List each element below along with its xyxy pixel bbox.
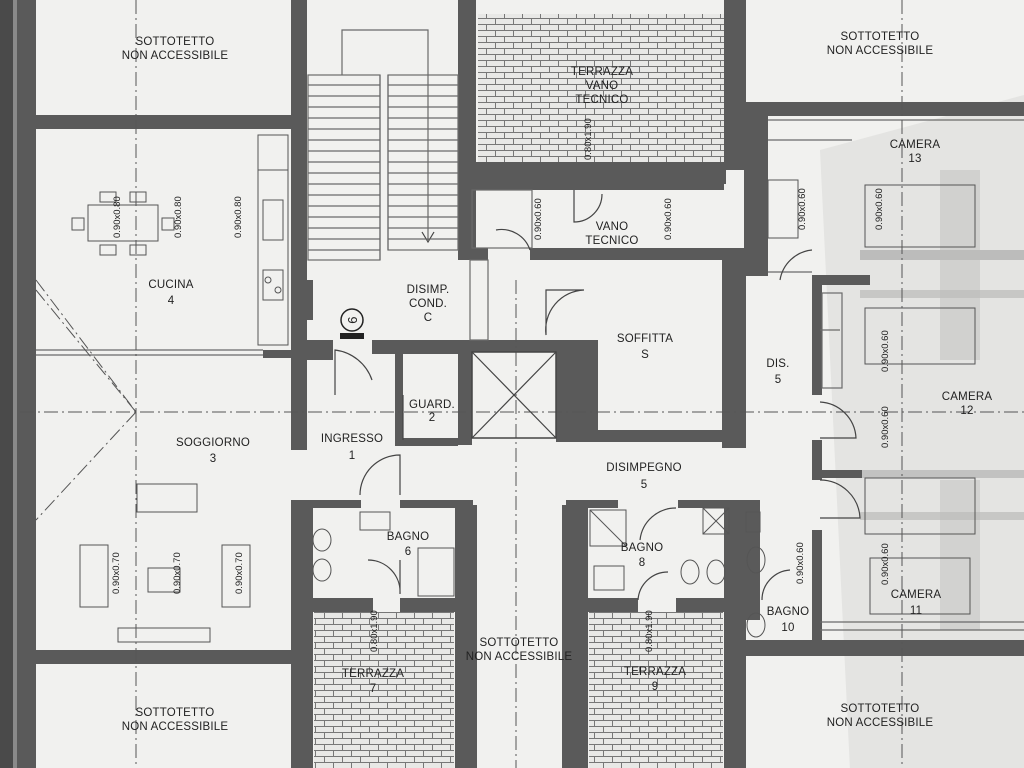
window-label: 0.90x0.60	[797, 188, 808, 230]
room-label-disimp-cond: DISIMP.COND.C	[407, 284, 450, 324]
axis-lines	[20, 0, 1024, 768]
window-label: 0.90x0.60	[880, 406, 891, 448]
furniture	[71, 134, 976, 643]
window-labels: 0.90x0.80 0.90x0.80 0.90x0.80 0.90x0.60 …	[111, 118, 891, 652]
room-label-guard: GUARD.2	[409, 399, 455, 424]
scan-left-edge	[0, 0, 17, 768]
stair-marker-number: 6	[345, 316, 360, 323]
window-label: 0.90x0.70	[111, 552, 122, 594]
window-label: 0.90x0.60	[533, 198, 544, 240]
terrace-tiles	[314, 14, 724, 768]
room-label-dis-5: DIS.5	[766, 358, 789, 386]
elevator-shaft	[471, 351, 557, 439]
window-label: 0.90x0.80	[233, 196, 244, 238]
window-label: 0.90x0.60	[663, 198, 674, 240]
interior-lines	[36, 119, 1024, 631]
staircase	[307, 29, 459, 261]
window-label: 0.90x0.60	[874, 188, 885, 230]
doors	[334, 190, 861, 601]
walls	[17, 0, 1024, 768]
window-label: 0.90x0.80	[112, 196, 123, 238]
window-label: 0.90x0.60	[880, 330, 891, 372]
window-label: 0.80x1.90	[583, 118, 594, 160]
window-label: 0.90x0.70	[172, 552, 183, 594]
window-label: 0.80x1.90	[644, 610, 655, 652]
window-label: 0.90x0.80	[173, 196, 184, 238]
window-label: 0.90x0.60	[795, 542, 806, 584]
window-label: 0.90x0.60	[880, 543, 891, 585]
window-label: 0.80x1.90	[369, 610, 380, 652]
window-label: 0.90x0.70	[234, 552, 245, 594]
scan-right-shading	[820, 95, 1024, 768]
stair-marker: 6	[340, 308, 364, 339]
